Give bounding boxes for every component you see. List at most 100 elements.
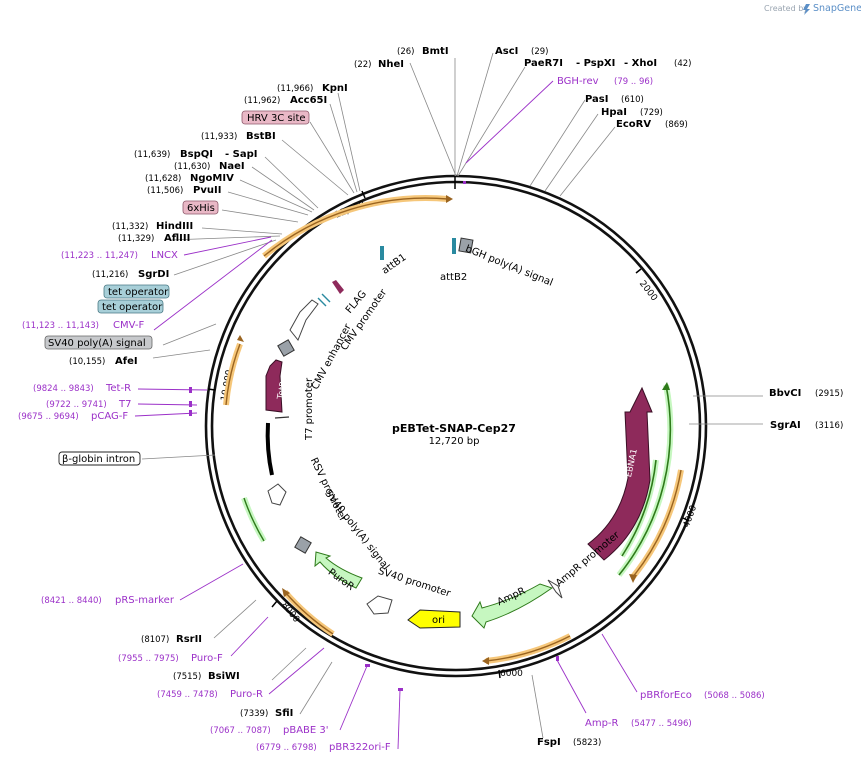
sv40-polya-box [294,536,312,554]
plasmid-name: pEBTet-SNAP-Cep27 [392,422,516,435]
primer-leader-lines [134,80,638,750]
naei-site[interactable]: NaeI [219,161,245,172]
cmv-box [277,339,295,357]
fspi-pos: (5823) [573,738,601,748]
sapi-site[interactable]: - SapI [225,149,257,160]
attb2-label: attB2 [440,272,467,283]
pbrforeco-primer[interactable]: pBRforEco [640,690,692,701]
orf-arc-left [223,342,243,406]
pbabe-pos: (7067 .. 7087) [210,726,271,736]
bstbi-pos: (11,933) [201,132,237,142]
ampr-promoter-label: AmpR promoter [554,529,623,589]
prs-pos: (8421 .. 8440) [41,596,102,606]
bgh-rev-pos: (79 .. 96) [614,77,653,87]
pasi-site[interactable]: PasI [585,94,608,105]
tet-operator-label-2: tet operator [102,302,163,313]
primer-marks [189,181,559,691]
tick-marks [207,176,690,679]
beta-globin-intron-box[interactable] [58,451,141,466]
tetr-primer-pos: (9824 .. 9843) [33,384,94,394]
sv40-polya-feature-box[interactable] [44,335,153,350]
attb1-label: attB1 [380,252,409,277]
ampr-feature [471,583,554,629]
tet-operator-box-1[interactable] [103,284,170,299]
snapgene-brand: SnapGene [813,3,861,14]
sgrdi-pos: (11,216) [92,270,128,280]
rsv-promoter-arrow [267,483,287,506]
ampr-promoter-arrow [547,579,563,599]
ebna1-feature [587,386,653,561]
bsiwi-site[interactable]: BsiWI [208,671,240,682]
afliii-site[interactable]: AflIII [164,233,190,244]
ngomiv-site[interactable]: NgoMIV [190,173,234,184]
bgh-polya-box [458,237,474,254]
site-leader-lines [141,52,763,739]
bmti-site[interactable]: BmtI [422,46,449,57]
pbr322-primer[interactable]: pBR322ori-F [329,742,391,753]
ampr-primer[interactable]: Amp-R [585,718,619,729]
rsrii-site[interactable]: RsrII [176,634,202,645]
hindiii-site[interactable]: HindIII [156,221,193,232]
tetr-feature [265,359,283,413]
tet-operator-mark-1 [317,297,327,307]
t7-primer-pos: (9722 .. 9741) [46,400,107,410]
t7-primer[interactable]: T7 [118,399,131,410]
snapgene-logo-icon [803,4,810,15]
pcagf-primer[interactable]: pCAG-F [91,411,128,422]
sv40-promoter-arrow [366,595,393,615]
asci-site[interactable]: AscI [495,46,518,57]
naei-pos: (11,630) [174,162,210,172]
hindiii-pos: (11,332) [112,222,148,232]
sfii-site[interactable]: SfiI [275,708,293,719]
bbvci-site[interactable]: BbvCI [769,388,801,399]
sgrdi-site[interactable]: SgrDI [138,269,169,280]
flag-feature [332,280,344,294]
cmvf-pos: (11,123 .. 11,143) [22,321,99,331]
nhei-site[interactable]: NheI [378,59,404,70]
attb1-feature [380,246,384,260]
xhoi-pos: (42) [674,59,691,69]
tick-label-6000: 6000 [500,669,523,679]
puror-primer-pos: (7459 .. 7478) [157,690,218,700]
lncx-primer[interactable]: LNCX [151,250,178,261]
rsv-promoter-label: RSV promoter [308,456,349,524]
pvuii-site[interactable]: PvuII [193,185,221,196]
tet-operator-box-2[interactable] [97,299,164,314]
purof-primer[interactable]: Puro-F [191,653,223,664]
kpni-pos: (11,966) [277,84,313,94]
puror-primer[interactable]: Puro-R [230,689,263,700]
ori-feature [407,609,461,629]
purof-pos: (7955 .. 7975) [118,654,179,664]
ecorv-site[interactable]: EcoRV [616,119,651,130]
paer7i-site[interactable]: PaeR7I [524,58,563,69]
sgrai-site[interactable]: SgrAI [770,420,801,431]
hrv3c-feature-box[interactable] [241,110,310,125]
sv40-promoter-label: SV40 promoter [377,566,453,600]
pbabe-primer[interactable]: pBABE 3' [283,725,329,736]
tet-operator-label-1: tet operator [108,287,169,298]
ngomiv-pos: (11,628) [145,174,181,184]
created-by-label: Created by [764,4,808,13]
acc65i-site[interactable]: Acc65I [290,95,327,106]
asci-pos: (29) [531,47,548,57]
afei-site[interactable]: AfeI [115,356,138,367]
bsiwi-pos: (7515) [173,672,201,682]
ori-label: ori [432,615,445,626]
tet-operator-mark-2 [321,293,331,303]
rsrii-pos: (8107) [141,635,169,645]
cmvf-primer[interactable]: CMV-F [113,320,144,331]
prs-primer[interactable]: pRS-marker [115,595,175,606]
kpni-site[interactable]: KpnI [322,83,348,94]
bgh-rev-primer[interactable]: BGH-rev [557,76,599,87]
his-tag-box[interactable] [182,200,219,215]
tetr-label: TetR [276,380,289,401]
bstbi-site[interactable]: BstBI [246,131,276,142]
tetr-primer[interactable]: Tet-R [105,383,131,394]
pspxi-site[interactable]: - PspXI [576,58,615,69]
fspi-site[interactable]: FspI [537,737,561,748]
bspqi-site[interactable]: BspQI [180,149,213,160]
xhoi-site[interactable]: - XhoI [624,58,657,69]
hpai-site[interactable]: HpaI [601,107,627,118]
